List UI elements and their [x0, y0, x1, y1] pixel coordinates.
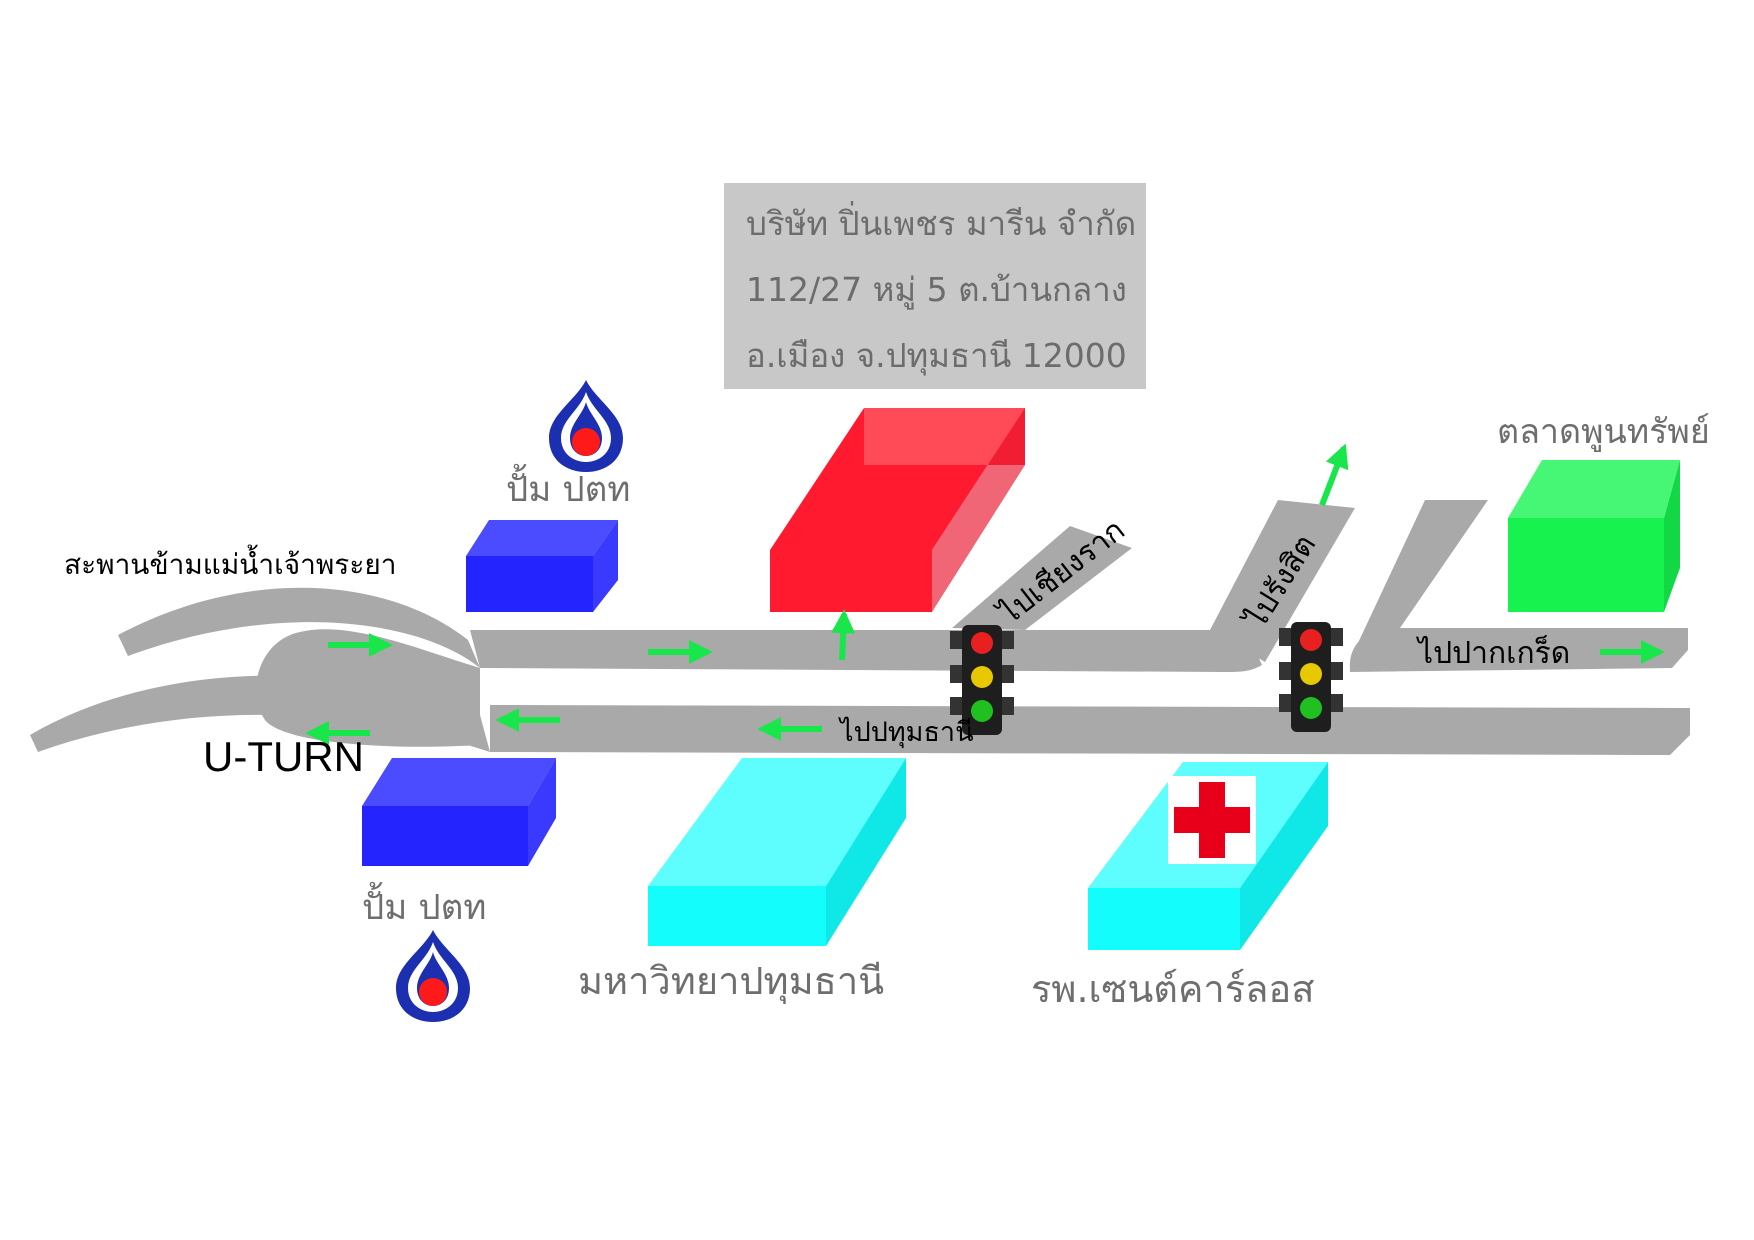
label-market: ตลาดพูนทรัพย์: [1497, 412, 1710, 452]
pump-box-bottom: [362, 758, 556, 866]
main-road-upper: [470, 610, 1262, 672]
road-to-pakkret: [1349, 628, 1688, 672]
bridge-ramp-upper: [118, 587, 480, 668]
pump-box-top: [466, 520, 618, 612]
traffic-light-icon: [950, 625, 1014, 735]
label-pump-top: ปั้ม ปตท: [506, 470, 631, 510]
bridge-ramp-lower: [30, 675, 490, 752]
label-bridge: สะพานข้ามแม่น้ำเจ้าพระยา: [64, 548, 397, 581]
company-address-box: บริษัท ปิ่นเพชร มารีน จำกัด 112/27 หมู่ …: [724, 183, 1146, 389]
market-building: [1508, 460, 1680, 612]
address-line-1: บริษัท ปิ่นเพชร มารีน จำกัด: [746, 204, 1137, 243]
direction-arrows: [305, 443, 1665, 745]
ptt-logo-icon: [549, 380, 623, 472]
side-road-chiangrak: [952, 526, 1132, 630]
roads: [30, 500, 1690, 755]
label-u-turn: U-TURN: [203, 733, 364, 780]
university-building: [648, 758, 906, 946]
direction-arrow-icon: [1319, 443, 1349, 507]
direction-arrow-icon: [831, 609, 856, 661]
company-building: [770, 408, 1025, 612]
hospital-building: [1088, 762, 1328, 950]
main-road-lower: [490, 705, 1690, 755]
address-line-2: 112/27 หมู่ 5 ต.บ้านกลาง: [746, 270, 1127, 309]
label-to-pathumthani: ไปปทุมธานี: [840, 717, 974, 748]
traffic-light-icon: [1279, 622, 1343, 732]
label-university: มหาวิทยาปทุมธานี: [578, 959, 885, 1003]
side-road-right: [1350, 500, 1488, 660]
address-line-3: อ.เมือง จ.ปทุมธานี 12000: [746, 336, 1127, 375]
red-cross-icon: [1168, 776, 1256, 864]
label-to-chiangrak: ไปเชียงราก: [991, 512, 1131, 633]
label-hospital: รพ.เซนต์คาร์ลอส: [1031, 967, 1315, 1011]
ptt-logo-icon: [396, 930, 470, 1022]
side-road-rangsit: [1210, 500, 1355, 662]
label-to-pakkret: ไปปากเกร็ด: [1418, 636, 1571, 671]
label-pump-bottom: ปั้ม ปตท: [362, 888, 487, 928]
